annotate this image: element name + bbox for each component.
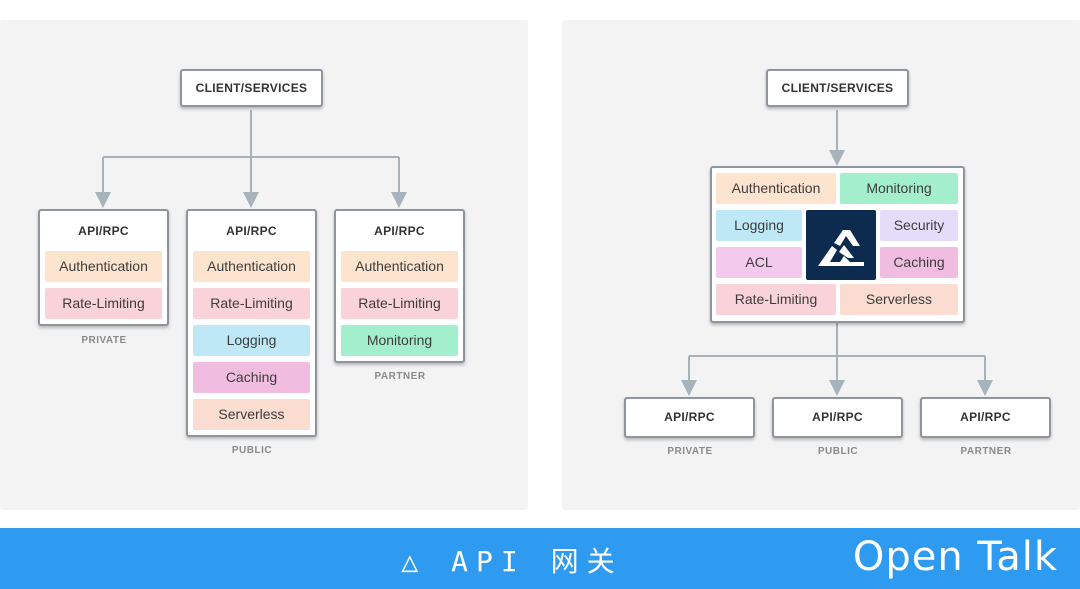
plugin-rate-limiting: Rate-Limiting — [45, 288, 162, 319]
service-title: API/RPC — [664, 410, 715, 424]
gateway-plugin-serverless: Serverless — [840, 284, 958, 315]
client-services-box-right: CLIENT/SERVICES — [766, 69, 909, 107]
plugin-monitoring: Monitoring — [341, 325, 458, 356]
gateway-plugin-acl: ACL — [716, 247, 802, 278]
api-group-title: API/RPC — [226, 224, 277, 238]
api-group-title: API/RPC — [78, 224, 129, 238]
caption-public: PUBLIC — [817, 446, 859, 457]
plugin-rate-limiting: Rate-Limiting — [341, 288, 458, 319]
api-group-title: API/RPC — [374, 224, 425, 238]
gateway-plugin-monitoring: Monitoring — [840, 173, 958, 204]
service-partner: API/RPC — [920, 397, 1051, 438]
plugin-serverless: Serverless — [193, 399, 310, 430]
service-private: API/RPC — [624, 397, 755, 438]
caption-partner: PARTNER — [960, 446, 1012, 457]
gateway-plugin-authentication: Authentication — [716, 173, 836, 204]
service-title: API/RPC — [960, 410, 1011, 424]
plugin-logging: Logging — [193, 325, 310, 356]
plugin-authentication: Authentication — [193, 251, 310, 282]
api-group-partner: API/RPC Authentication Rate-Limiting Mon… — [334, 209, 465, 363]
plugin-caching: Caching — [193, 362, 310, 393]
plugin-rate-limiting: Rate-Limiting — [193, 288, 310, 319]
client-services-box-left: CLIENT/SERVICES — [180, 69, 323, 107]
caption-partner: PARTNER — [374, 371, 426, 382]
caption-private: PRIVATE — [81, 335, 127, 346]
api-group-public: API/RPC Authentication Rate-Limiting Log… — [186, 209, 317, 437]
gateway-plugin-logging: Logging — [716, 210, 802, 241]
client-services-label: CLIENT/SERVICES — [195, 81, 308, 95]
api-group-private: API/RPC Authentication Rate-Limiting — [38, 209, 169, 326]
kong-logo-icon — [806, 210, 876, 280]
caption-private: PRIVATE — [667, 446, 713, 457]
service-public: API/RPC — [772, 397, 903, 438]
footer-banner: △ API 网关 Open Talk — [0, 528, 1080, 589]
plugin-authentication: Authentication — [45, 251, 162, 282]
service-title: API/RPC — [812, 410, 863, 424]
footer-title: △ API 网关 — [401, 545, 623, 578]
caption-public: PUBLIC — [231, 445, 273, 456]
footer-brand-logo: Open Talk — [852, 534, 1058, 580]
gateway-plugin-security: Security — [880, 210, 958, 241]
gateway-plugin-rate-limiting: Rate-Limiting — [716, 284, 836, 315]
gateway-plugin-caching: Caching — [880, 247, 958, 278]
client-services-label: CLIENT/SERVICES — [781, 81, 894, 95]
plugin-authentication: Authentication — [341, 251, 458, 282]
